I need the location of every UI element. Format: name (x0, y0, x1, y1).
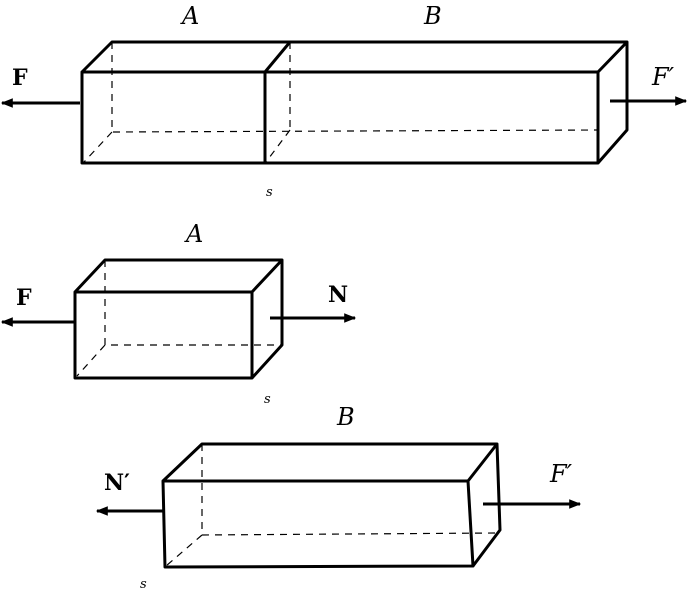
label-f: F (16, 285, 32, 311)
label-f: F (12, 65, 28, 91)
part-a-block (73, 258, 284, 380)
label-f-prime: F′ (651, 63, 675, 91)
label-b: B (423, 2, 442, 30)
label-b: B (336, 403, 355, 431)
label-section: s (266, 185, 273, 200)
combined-bar (80, 40, 629, 165)
label-section: s (264, 392, 271, 407)
label-section: s (140, 577, 147, 592)
label-n: N (328, 282, 348, 308)
part-b-block (161, 442, 502, 569)
label-a: A (180, 2, 199, 30)
label-f-prime: F′ (549, 460, 573, 488)
label-n-prime: N′ (104, 470, 130, 496)
label-a: A (184, 220, 203, 248)
